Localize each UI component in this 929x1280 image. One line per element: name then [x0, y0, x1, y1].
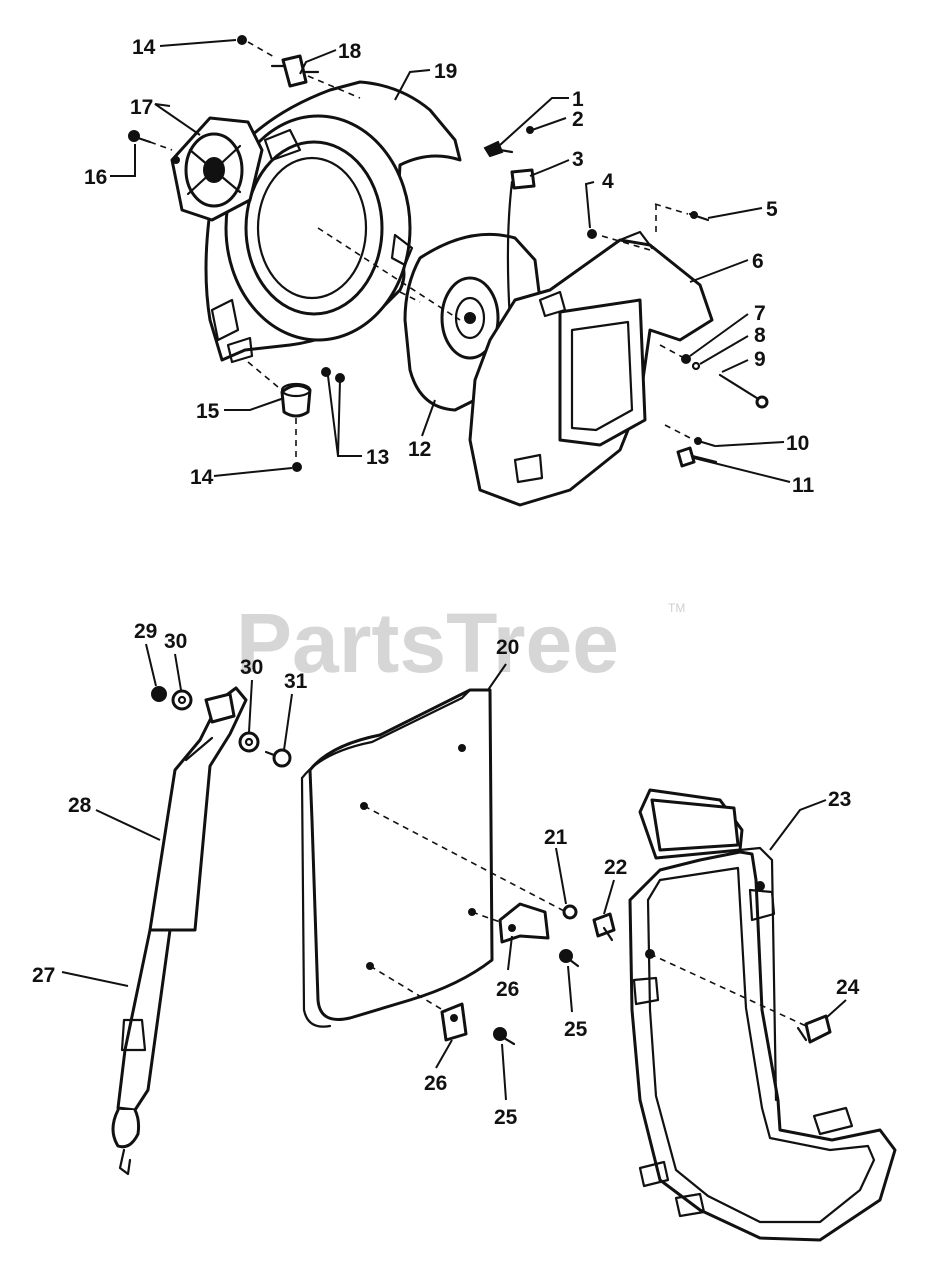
- callout-10: 10: [786, 432, 809, 455]
- backpack-frame: [628, 788, 897, 1242]
- callout-5: 5: [766, 198, 778, 221]
- callout-14-top: 14: [132, 36, 156, 59]
- spring-1: [483, 140, 514, 158]
- screw-11: [676, 446, 718, 468]
- watermark-trademark: TM: [668, 601, 685, 615]
- nut-21: [562, 904, 578, 920]
- callout-8: 8: [754, 324, 766, 347]
- callout-30-left: 30: [164, 630, 187, 653]
- callout-16: 16: [84, 166, 107, 189]
- callout-18: 18: [338, 40, 362, 63]
- bolt-9: [718, 373, 769, 409]
- callout-14-bottom: 14: [190, 466, 214, 489]
- callout-12: 12: [408, 438, 431, 461]
- blower-housing-right: [468, 230, 714, 507]
- callout-9: 9: [754, 348, 766, 371]
- callout-13: 13: [366, 446, 389, 469]
- callout-22: 22: [604, 856, 627, 879]
- callout-20: 20: [496, 636, 519, 659]
- alignment-lines-lower: [363, 805, 807, 1027]
- screw-4: [587, 229, 597, 239]
- callout-6: 6: [752, 250, 764, 273]
- screw-25-lower: [493, 1027, 516, 1046]
- callout-3: 3: [572, 148, 584, 171]
- nut-top: [237, 35, 247, 45]
- nut-29: [151, 686, 167, 702]
- callout-23: 23: [828, 788, 851, 811]
- grommet-15: [280, 382, 312, 418]
- bracket-26-upper: [498, 902, 550, 944]
- washer-30-right: [238, 731, 260, 753]
- screw-10: [693, 437, 717, 448]
- callout-25-upper: 25: [564, 1018, 588, 1041]
- callout-28: 28: [68, 794, 92, 817]
- callout-7: 7: [754, 302, 766, 325]
- callout-labels: 14 18 19 17 16 1 2 3 4 5 6 7 8 9 10 11 1…: [32, 36, 860, 1129]
- callout-27: 27: [32, 964, 55, 987]
- bolt-31: [264, 748, 292, 768]
- screw-5: [688, 211, 710, 222]
- bolt-22: [592, 912, 616, 942]
- washer-8: [691, 361, 701, 371]
- watermark-text: PartsTree: [236, 596, 619, 690]
- shoulder-strap: [111, 928, 172, 1176]
- callout-31: 31: [284, 670, 308, 693]
- knob-24: [796, 1014, 832, 1044]
- callout-15: 15: [196, 400, 220, 423]
- callout-29: 29: [134, 620, 157, 643]
- callout-17: 17: [130, 96, 153, 119]
- callout-25-lower: 25: [494, 1106, 518, 1129]
- callout-26-upper: 26: [496, 978, 519, 1001]
- recoil-starter: [170, 116, 264, 222]
- washer-30-left: [171, 689, 193, 711]
- callout-19: 19: [434, 60, 457, 83]
- screws-13: [321, 367, 345, 383]
- nut-bottom: [292, 462, 302, 472]
- alignment-lines-upper: [149, 41, 695, 462]
- screw-16: [128, 130, 152, 144]
- screw-25-upper: [559, 949, 580, 968]
- callout-26-lower: 26: [424, 1072, 447, 1095]
- bracket-26-lower: [440, 1002, 468, 1042]
- nut-7: [681, 354, 691, 364]
- callout-4: 4: [602, 170, 614, 193]
- back-pad: [300, 688, 494, 1028]
- callout-11: 11: [792, 474, 815, 497]
- blower-housing-left: [204, 80, 462, 364]
- callout-24: 24: [836, 976, 860, 999]
- callout-1: 1: [572, 88, 584, 111]
- mount-bushing: [270, 54, 320, 88]
- leader-lines: [61, 39, 847, 1101]
- callout-21: 21: [544, 826, 568, 849]
- callout-30-right: 30: [240, 656, 263, 679]
- callout-2: 2: [572, 108, 584, 131]
- shoulder-pad: [148, 686, 248, 932]
